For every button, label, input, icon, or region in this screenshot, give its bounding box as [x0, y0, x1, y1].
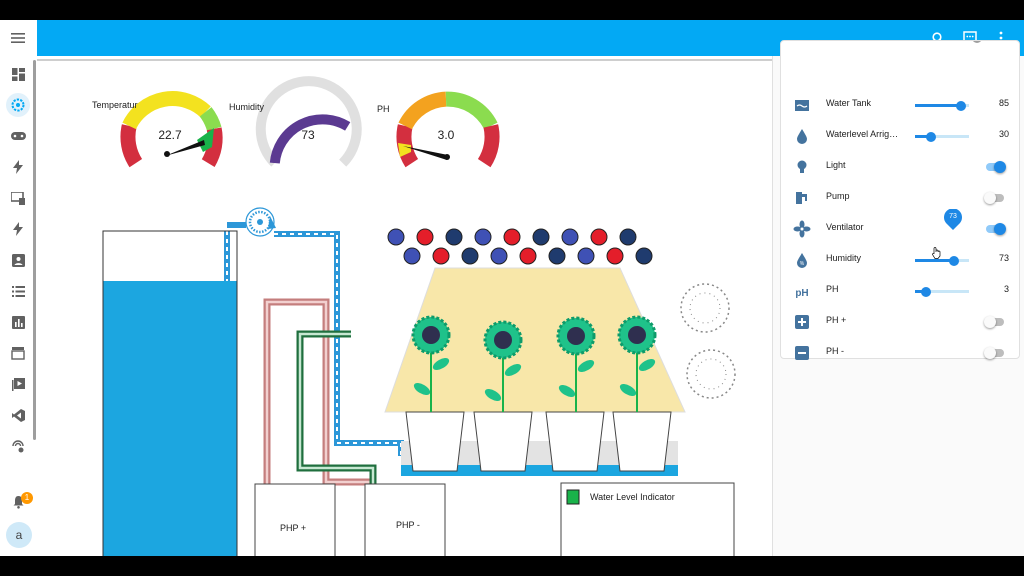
ph-minus-toggle[interactable]: [984, 347, 1006, 359]
row-label: PH: [826, 284, 839, 294]
settings-flower-icon[interactable]: [6, 93, 30, 117]
ph-gauge-label: PH: [377, 104, 390, 114]
chart-icon[interactable]: [6, 310, 30, 334]
hacs-store-icon[interactable]: [6, 341, 30, 365]
ventilator-toggle[interactable]: [984, 223, 1006, 235]
humidity-icon: %: [797, 253, 807, 268]
row-label: Humidity: [826, 253, 862, 263]
notification-badge: 1: [21, 492, 33, 504]
app-window: 1 a: [0, 20, 1024, 556]
plus-box-icon: [795, 315, 809, 329]
panel-divider: [772, 56, 773, 556]
grow-lights: [387, 228, 653, 265]
avatar[interactable]: a: [6, 522, 32, 548]
remote-icon[interactable]: [6, 434, 30, 458]
slider-value-tooltip: 73: [943, 208, 963, 231]
row-water-tank: Water Tank 85: [781, 90, 1019, 121]
plant-pots: [405, 411, 672, 472]
pump-toggle[interactable]: [984, 192, 1006, 204]
row-label: Water Tank: [826, 98, 872, 108]
light-toggle[interactable]: [984, 161, 1006, 173]
diagram-svg: Temperatur 22.7 Humidity 73 PH 3.0: [37, 59, 772, 556]
row-label: PH -: [826, 346, 844, 356]
tray-water: [401, 465, 678, 476]
fan-icon: [793, 220, 811, 238]
legend-box: [560, 482, 735, 556]
waterlevel-slider[interactable]: [915, 131, 969, 142]
row-light: Light: [781, 152, 1019, 183]
minus-box-icon: [795, 346, 809, 360]
php-plus-box: [254, 483, 336, 556]
pump-diagram: [245, 207, 276, 237]
notifications-icon[interactable]: [6, 490, 30, 514]
row-ph-plus: PH +: [781, 307, 1019, 338]
temperature-gauge-label: Temperatur: [92, 100, 138, 110]
temperature-gauge: [120, 91, 223, 168]
ventilator-fans: [680, 283, 736, 399]
ph-slider[interactable]: [915, 286, 969, 297]
humidity-gauge-label: Humidity: [229, 102, 265, 112]
ph-plus-toggle[interactable]: [984, 316, 1006, 328]
pump-icon: [796, 192, 807, 204]
water-tank-diagram: [102, 230, 238, 556]
row-humidity: % Humidity 73: [781, 245, 1019, 276]
controls-card: Water Tank 85 Waterlevel Arrig… 30 Light…: [780, 40, 1020, 360]
row-value: 30: [998, 129, 1009, 139]
flash-icon[interactable]: [6, 155, 30, 179]
humidity-gauge: [255, 76, 362, 167]
legend-swatch: [566, 489, 580, 505]
row-pump: Pump: [781, 183, 1019, 214]
list-icon[interactable]: [6, 279, 30, 303]
media-icon[interactable]: [6, 372, 30, 396]
row-waterlevel: Waterlevel Arrig… 30: [781, 121, 1019, 152]
php-plus-label: PHP +: [280, 523, 306, 533]
row-label: PH +: [826, 315, 847, 325]
light-beam: [384, 267, 686, 413]
row-value: 73: [998, 253, 1009, 263]
water-tank-slider[interactable]: [915, 100, 969, 111]
row-value: 85: [998, 98, 1009, 108]
dashboard-icon[interactable]: [6, 62, 30, 86]
menu-icon[interactable]: [6, 26, 30, 50]
ph-icon: pH: [795, 288, 808, 299]
temperature-gauge-value: 22.7: [158, 128, 182, 142]
row-label: Ventilator: [826, 222, 864, 232]
notification-count: 1: [24, 493, 30, 502]
php-minus-box: [364, 483, 446, 556]
row-value: 3: [1003, 284, 1009, 294]
sidebar: 1 a: [0, 20, 38, 556]
lightbulb-icon: [797, 160, 807, 173]
legend-label: Water Level Indicator: [590, 492, 675, 502]
row-label: Light: [826, 160, 846, 170]
avatar-initial: a: [15, 528, 23, 542]
php-minus-label: PHP -: [396, 520, 420, 530]
hydroponics-diagram: Temperatur 22.7 Humidity 73 PH 3.0: [37, 56, 772, 556]
ph-gauge: [396, 91, 500, 168]
humidity-gauge-value: 73: [301, 128, 315, 142]
vscode-icon[interactable]: [6, 403, 30, 427]
ph-gauge-value: 3.0: [438, 128, 455, 142]
sunflowers: [411, 315, 657, 412]
row-ph-minus: PH -: [781, 338, 1019, 360]
humidity-slider[interactable]: [915, 255, 969, 266]
water-drop-icon: [797, 129, 807, 144]
row-ph: pH PH 3: [781, 276, 1019, 307]
flash-icon-2[interactable]: [6, 217, 30, 241]
row-ventilator: Ventilator: [781, 214, 1019, 245]
svg-text:%: %: [800, 261, 805, 267]
row-label: Waterlevel Arrig…: [826, 129, 899, 139]
svg-text:pH: pH: [795, 288, 808, 299]
mouse-cursor-icon: [932, 246, 942, 264]
sidebar-scrollbar[interactable]: [33, 60, 36, 440]
tooltip-value: 73: [949, 213, 957, 220]
water-tank-icon: [795, 100, 809, 111]
row-label: Pump: [826, 191, 850, 201]
gamepad-icon[interactable]: [6, 124, 30, 148]
devices-icon[interactable]: [6, 186, 30, 210]
account-box-icon[interactable]: [6, 248, 30, 272]
card-top-edge: [781, 41, 1019, 55]
